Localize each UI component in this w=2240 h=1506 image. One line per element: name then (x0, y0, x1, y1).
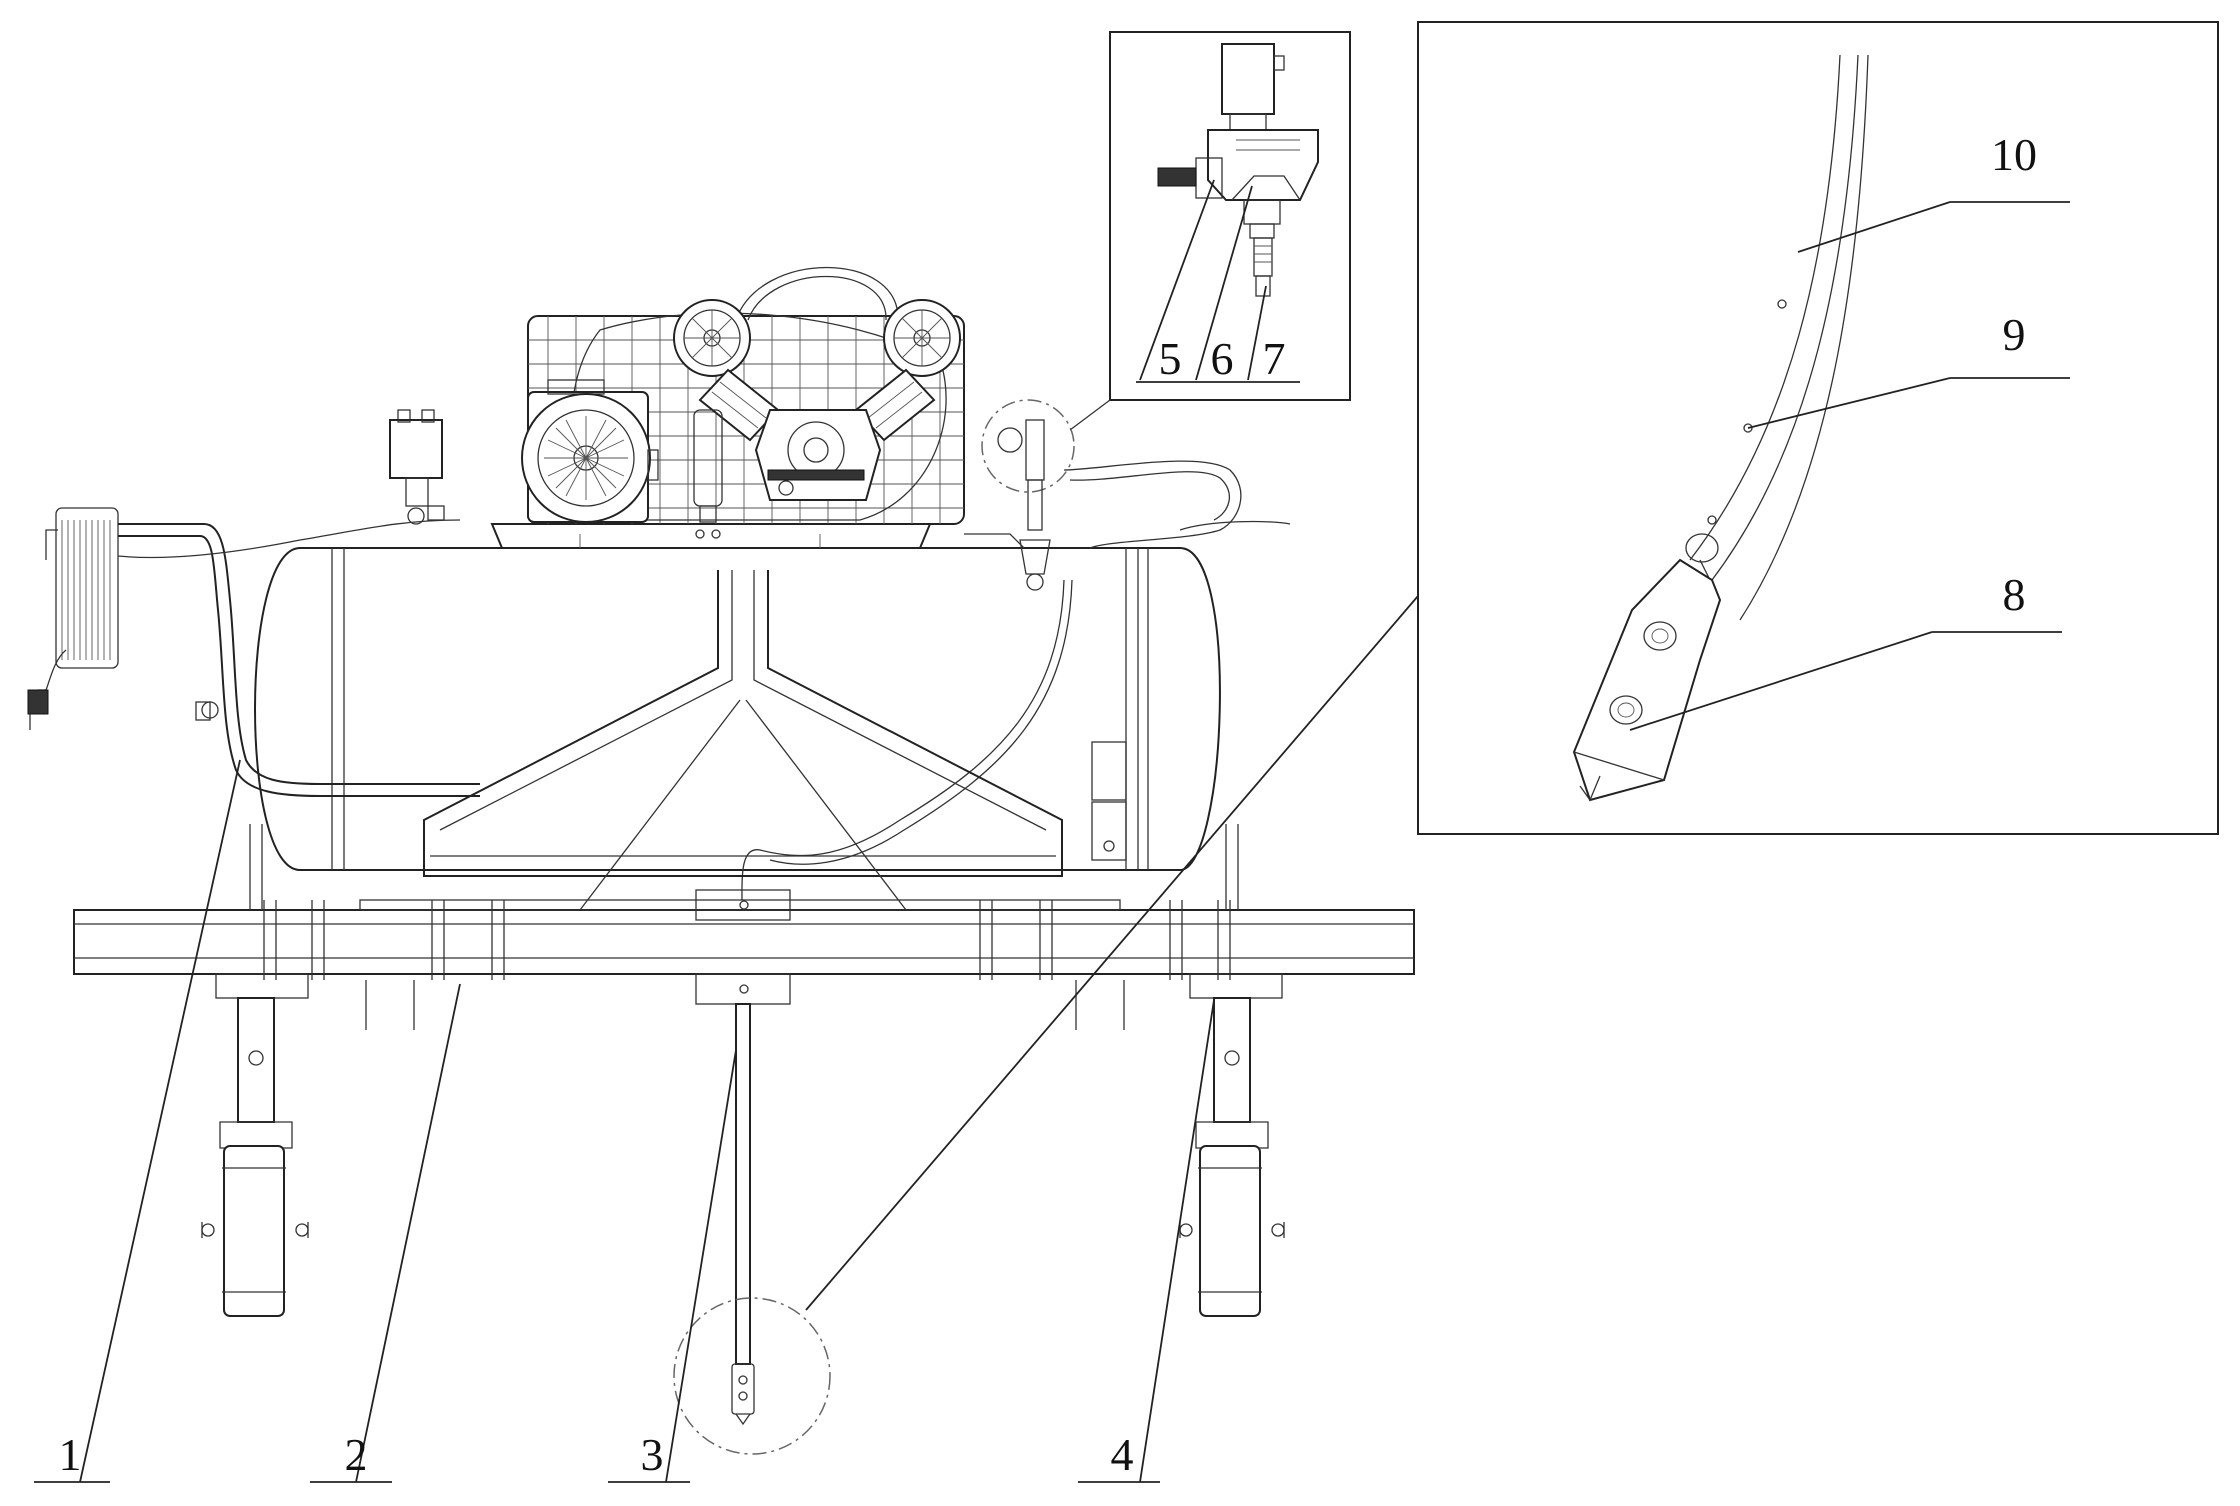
callout-1: 1 (59, 1429, 82, 1480)
callout-9: 9 (2003, 309, 2026, 360)
callout-6: 6 (1211, 333, 1234, 384)
blade-detail-inset (1417, 21, 2219, 835)
callout-5: 5 (1159, 333, 1182, 384)
machine-main-view (27, 267, 1419, 1483)
callout-7: 7 (1263, 333, 1286, 384)
callout-10: 10 (1991, 129, 2037, 180)
callout-2: 2 (345, 1429, 368, 1480)
callout-4: 4 (1111, 1429, 1134, 1480)
callout-8: 8 (2003, 569, 2026, 620)
callout-3: 3 (641, 1429, 664, 1480)
valve-detail-inset (1069, 31, 1351, 431)
